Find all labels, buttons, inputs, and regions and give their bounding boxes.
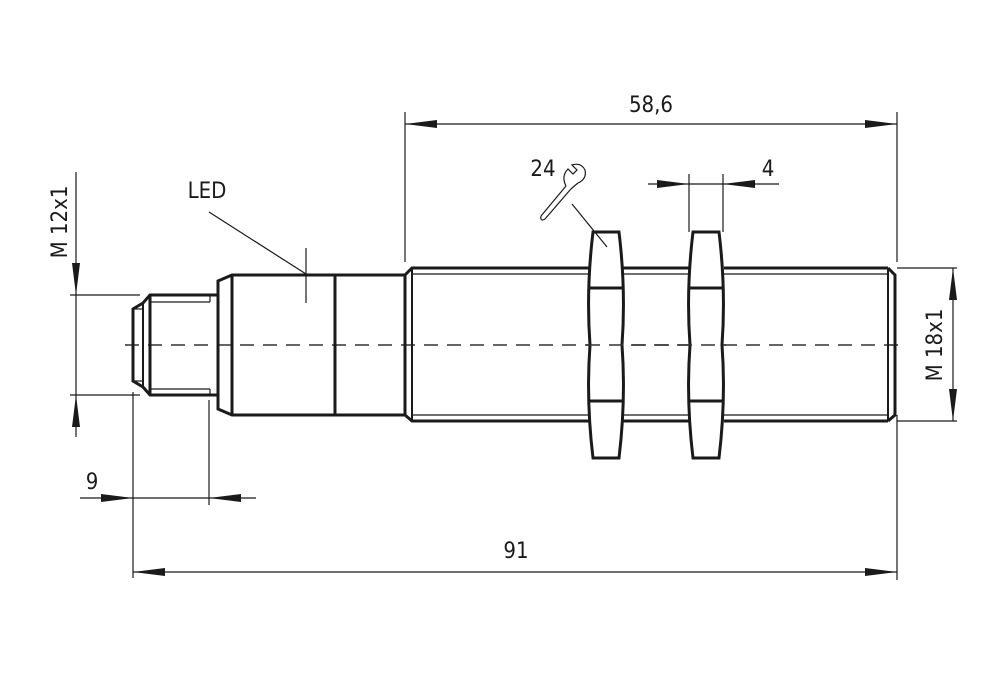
led-label: LED — [188, 179, 227, 204]
wrench-leader-line — [571, 203, 608, 248]
dimension-connector-length: 9 — [80, 392, 256, 578]
lock-nut-1 — [587, 230, 625, 460]
dimension-connector-thread: M 12x1 — [48, 172, 140, 437]
body-thread-label: M 18x1 — [923, 309, 948, 382]
connector-thread-label: M 12x1 — [48, 186, 73, 259]
housing-body — [216, 248, 405, 417]
wrench-icon — [540, 163, 586, 221]
dimension-label-58-6: 58,6 — [629, 93, 673, 118]
dimension-nut-thickness: 4 — [648, 157, 779, 232]
wrench-size-callout: 24 — [530, 157, 608, 248]
led-callout: LED — [188, 179, 307, 275]
threaded-body-m18 — [403, 266, 897, 423]
dimension-label-91: 91 — [503, 539, 528, 564]
dimension-overall-length: 91 — [133, 539, 897, 576]
led-leader-line — [208, 211, 307, 275]
dimension-label-4: 4 — [762, 157, 775, 182]
dimension-label-9: 9 — [86, 470, 99, 495]
connector-m12 — [131, 293, 218, 397]
dimension-thread-length: 58,6 — [404, 93, 898, 262]
wrench-size-label: 24 — [530, 157, 555, 182]
dimension-body-thread: M 18x1 — [897, 267, 957, 422]
